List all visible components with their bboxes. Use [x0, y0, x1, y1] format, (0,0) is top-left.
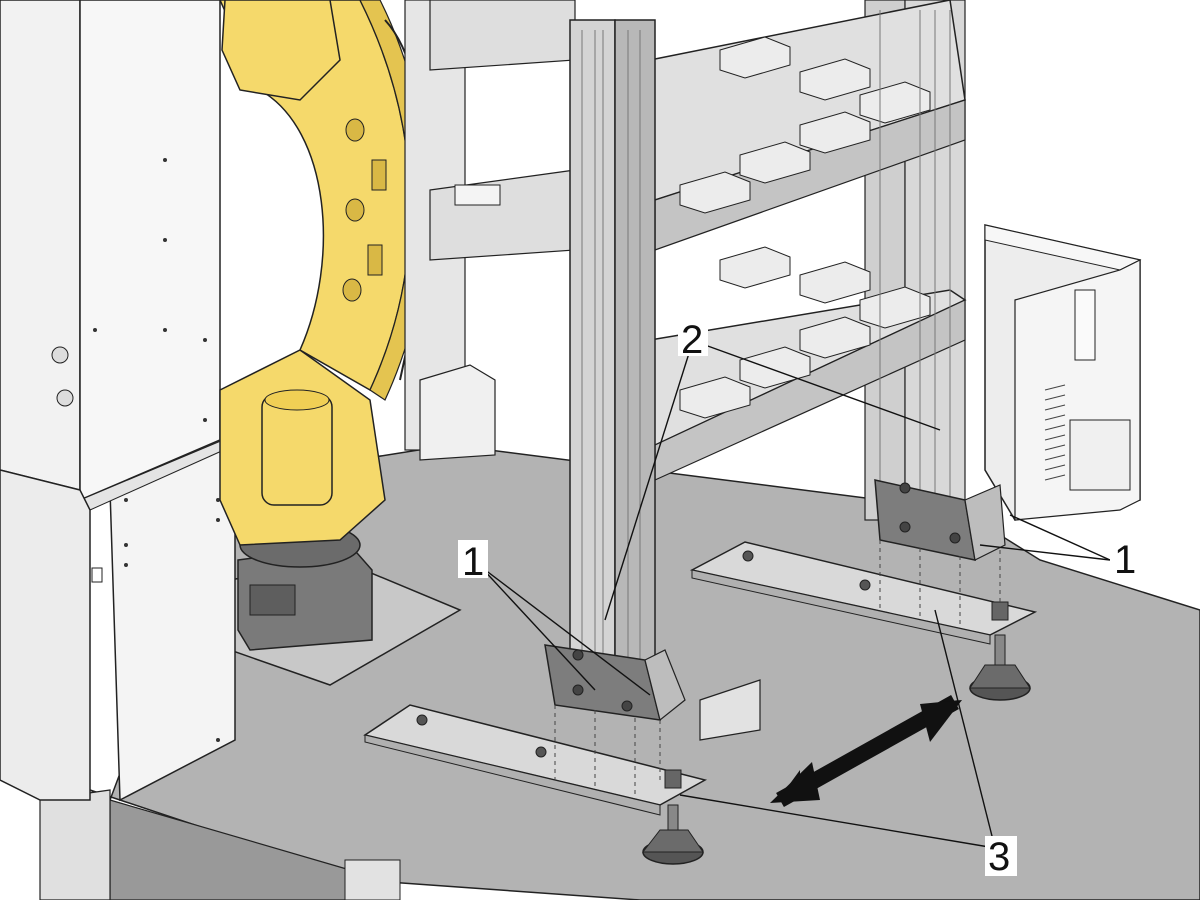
callout-2-text: 2 [681, 318, 703, 362]
callout-1-right-text: 1 [1114, 538, 1136, 582]
front-leveling-plate [363, 704, 708, 865]
back-rack [404, 0, 576, 461]
front-bracket [544, 644, 686, 722]
rear-bracket [874, 479, 1006, 561]
rear-leveling-plate [689, 541, 1038, 701]
callout-2: 2 [678, 318, 708, 362]
left-cabinet [0, 0, 236, 802]
callout-3: 3 [985, 835, 1017, 879]
callout-leaders [479, 344, 1111, 849]
alignment-lines [554, 540, 1001, 798]
right-machine-cabinet [984, 224, 1142, 521]
double-headed-arrow-icon [770, 695, 962, 807]
callout-1-right: 1 [1110, 538, 1140, 582]
callout-1-left-text: 1 [462, 540, 484, 584]
callout-1-left: 1 [458, 540, 488, 584]
callout-3-text: 3 [988, 835, 1010, 879]
